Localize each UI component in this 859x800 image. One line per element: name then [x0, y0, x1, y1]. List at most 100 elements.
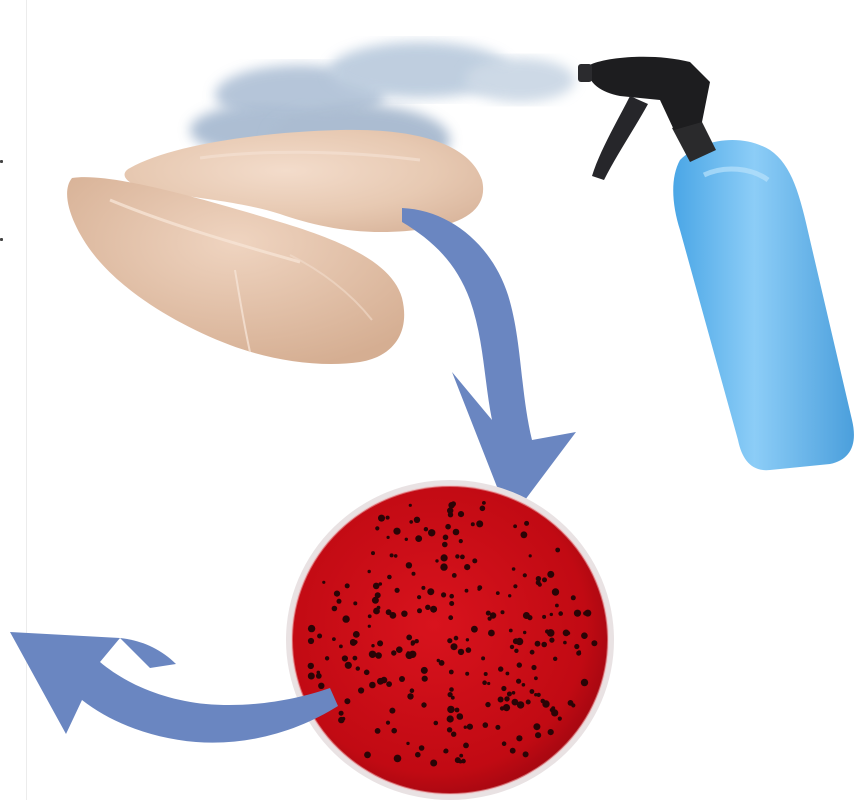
colony-dot	[377, 606, 381, 610]
colony-dot	[375, 728, 381, 734]
colony-dot	[533, 723, 540, 730]
colony-dot	[428, 529, 435, 536]
colony-dot	[440, 563, 447, 570]
colony-dot	[574, 610, 581, 617]
colony-dot	[558, 717, 562, 721]
colony-dot	[555, 548, 560, 553]
colony-dot	[390, 612, 397, 619]
colony-dot	[369, 682, 376, 689]
colony-dot	[387, 536, 390, 539]
colony-dot	[547, 629, 555, 637]
colony-dot	[442, 542, 448, 548]
colony-dot	[452, 573, 457, 578]
colony-dot	[317, 634, 322, 639]
colony-dot	[512, 691, 516, 695]
colony-dot	[342, 615, 349, 622]
colony-dot	[498, 697, 504, 703]
colony-dot	[529, 554, 532, 557]
colony-dot	[464, 726, 467, 729]
colony-dot	[571, 703, 575, 707]
colony-dot	[502, 741, 507, 746]
colony-dot	[447, 638, 452, 643]
colony-dot	[458, 715, 463, 720]
colony-dot	[530, 650, 535, 655]
colony-dot	[504, 696, 509, 701]
colony-dot	[549, 638, 554, 643]
colony-dot	[414, 517, 420, 523]
colony-dot	[419, 745, 425, 751]
colony-dot	[466, 638, 469, 641]
colony-dot	[542, 577, 547, 582]
colony-dot	[412, 572, 416, 576]
colony-dot	[421, 702, 426, 707]
colony-dot	[371, 644, 374, 647]
colony-dot	[406, 562, 412, 568]
colony-dot	[441, 554, 448, 561]
colony-dot	[530, 689, 535, 694]
colony-dot	[353, 631, 360, 638]
colony-dot	[496, 591, 500, 595]
colony-dot	[332, 637, 336, 641]
colony-dot	[536, 576, 541, 581]
colony-dot	[386, 516, 390, 520]
colony-dot	[322, 581, 325, 584]
colony-dot	[368, 570, 371, 573]
colony-dot	[425, 605, 430, 610]
colony-dot	[547, 571, 554, 578]
colony-dot	[542, 615, 546, 619]
colony-dot	[455, 554, 459, 558]
colony-dot	[356, 666, 360, 670]
colony-dot	[512, 567, 516, 571]
colony-dot	[411, 642, 415, 646]
colony-dot	[424, 527, 428, 531]
colony-dot	[378, 515, 385, 522]
colony-dot	[415, 752, 421, 758]
colony-dot	[437, 659, 440, 662]
colony-dot	[308, 638, 314, 644]
colony-dot	[591, 640, 597, 646]
colony-dot	[447, 507, 453, 513]
colony-dot	[447, 727, 452, 732]
colony-dot	[451, 643, 458, 650]
colony-dot	[358, 687, 364, 693]
colony-dot	[480, 506, 486, 512]
colony-dot	[581, 632, 588, 639]
colony-dot	[308, 625, 315, 632]
colony-dot	[453, 529, 460, 536]
colony-dot	[443, 750, 447, 754]
colony-dot	[449, 594, 454, 599]
colony-dot	[417, 595, 421, 599]
colony-dot	[535, 641, 541, 647]
colony-dot	[427, 588, 434, 595]
colony-dot	[516, 638, 523, 645]
colony-dot	[495, 725, 500, 730]
colony-dot	[364, 752, 371, 759]
colony-dot	[308, 673, 315, 680]
colony-dot	[458, 511, 464, 517]
colony-dot	[338, 717, 344, 723]
colony-dot	[430, 606, 437, 613]
flow-arrow-icon	[402, 208, 576, 520]
colony-dot	[390, 553, 394, 557]
colony-dot	[399, 676, 405, 682]
colony-dot	[523, 612, 530, 619]
colony-dot	[507, 692, 512, 697]
colony-dot	[477, 585, 482, 590]
colony-dot	[482, 501, 486, 505]
colony-dot	[513, 524, 517, 528]
colony-dot	[471, 522, 475, 526]
petri-dish-icon	[286, 480, 614, 800]
colony-dot	[421, 586, 425, 590]
colony-dot	[410, 688, 415, 693]
colony-dot	[563, 641, 567, 645]
colony-dot	[526, 700, 531, 705]
colony-dot	[458, 649, 464, 655]
colony-dot	[368, 625, 371, 628]
colony-dot	[386, 721, 390, 725]
colony-dot	[308, 663, 314, 669]
colony-dot	[455, 757, 461, 763]
colony-dot	[501, 610, 505, 614]
colony-dot	[523, 573, 527, 577]
